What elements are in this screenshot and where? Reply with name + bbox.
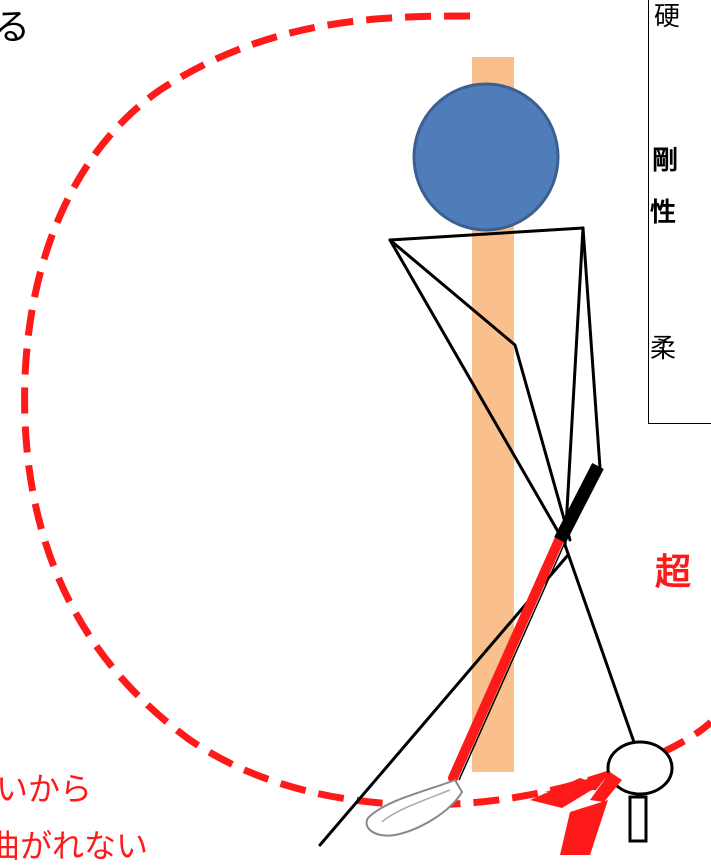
bottom-note-line-2: 曲がれない — [0, 827, 149, 865]
left-arm — [388, 238, 572, 542]
legend-stiffness-label-2: 性 — [650, 198, 677, 228]
legend-hard-label: 硬 — [654, 2, 681, 32]
right-arm — [563, 226, 585, 547]
club-shaft — [448, 533, 565, 783]
golfer-body — [318, 226, 637, 847]
right-arm-outer — [581, 226, 602, 470]
golfer-head — [412, 82, 560, 232]
club-grip — [554, 463, 604, 543]
club-head-inner — [381, 789, 451, 823]
legend-stiffness-label-1: 剛 — [652, 146, 679, 176]
golf-ball — [606, 740, 674, 796]
stiffness-legend — [648, 0, 711, 424]
corner-text: る — [0, 7, 31, 48]
legend-soft-label: 柔 — [650, 334, 677, 364]
club-head — [365, 778, 464, 837]
bottom-note-line-1: いから — [0, 770, 93, 808]
super-label: 超 — [655, 552, 692, 593]
tee — [628, 795, 648, 843]
right-leg — [563, 543, 637, 747]
swing-arc — [21, 12, 711, 809]
impact-arrow — [530, 772, 622, 855]
shoulder-line — [388, 226, 585, 242]
club-shaft-outline — [458, 539, 567, 781]
left-arm-outer — [388, 238, 562, 537]
